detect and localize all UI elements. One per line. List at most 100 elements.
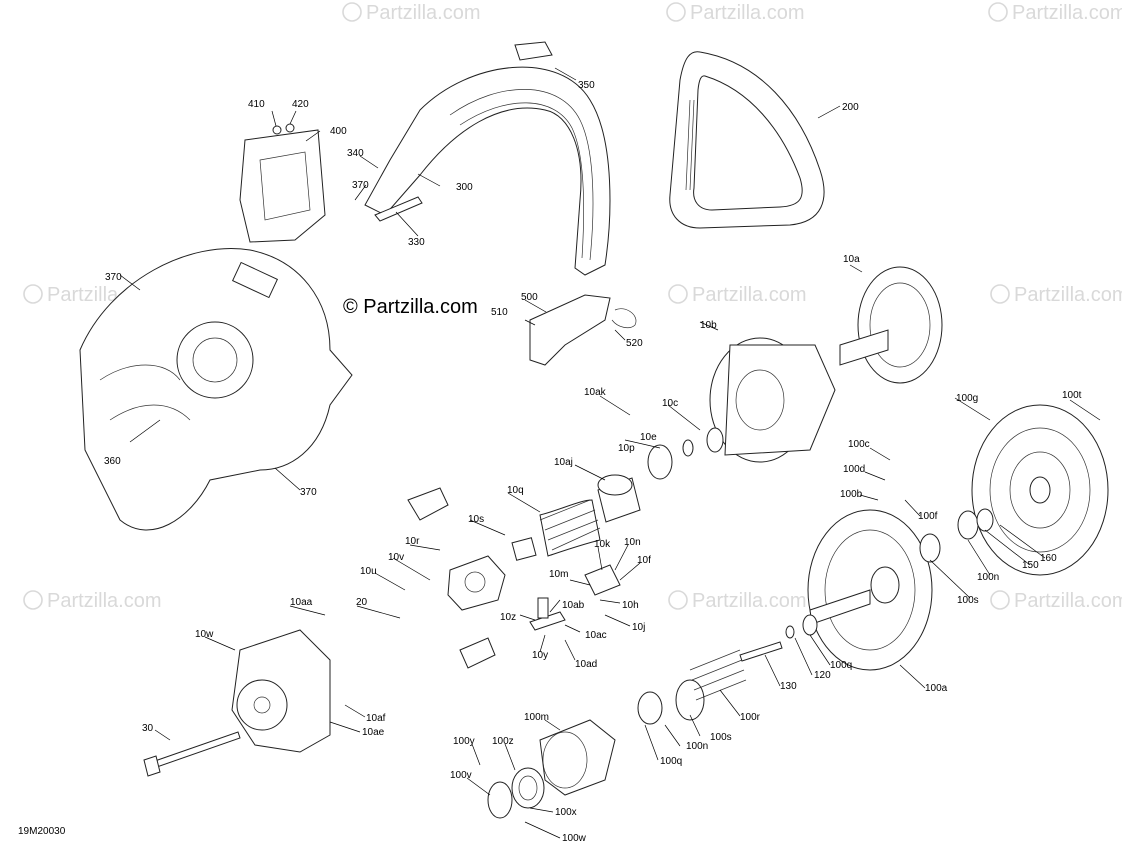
drive-belt (669, 51, 825, 229)
part-label: 100n (977, 572, 999, 583)
part-label: 100b (840, 489, 863, 500)
part-label: 100q (660, 756, 682, 767)
spacer-rings (487, 767, 545, 819)
part-label: 100v (450, 770, 472, 781)
svg-text:Partzilla.com: Partzilla.com (366, 2, 480, 24)
watermark: Partzilla.com (668, 590, 806, 612)
part-label: 120 (814, 670, 831, 681)
part-label: 10b (700, 320, 717, 331)
part-label: 100s (710, 732, 732, 743)
watermark: Partzilla.com (668, 284, 806, 306)
watermark: Partzilla.com (23, 590, 161, 612)
moveable-sheave (231, 629, 331, 753)
part-label: 10e (640, 432, 657, 443)
part-label: 10u (360, 566, 377, 577)
belt-guard (364, 41, 611, 276)
leader-lines (119, 67, 1101, 839)
part-label: 10p (618, 443, 635, 454)
part-label: 10ac (585, 630, 607, 641)
part-label: 100d (843, 464, 865, 475)
part-label: 130 (780, 681, 797, 692)
part-label: 370 (300, 487, 317, 498)
part-label: 510 (491, 307, 508, 318)
part-label: 100w (562, 833, 587, 844)
part-label: 340 (347, 148, 364, 159)
part-label: 100g (956, 393, 978, 404)
cam (539, 719, 616, 796)
bushing (511, 537, 537, 561)
part-label: 520 (626, 338, 643, 349)
part-label: 20 (356, 597, 368, 608)
part-label: 10s (468, 514, 484, 525)
part-label: 10q (507, 485, 524, 496)
part-label: 100s (957, 595, 979, 606)
part-label: 300 (456, 182, 473, 193)
part-label: 150 (1022, 560, 1039, 571)
part-label: 10r (405, 536, 420, 547)
svg-text:Partzilla.com: Partzilla.com (1012, 2, 1122, 24)
watermark: Partzilla.com (988, 2, 1122, 24)
part-label: 30 (142, 723, 154, 734)
fixed-sheave (839, 266, 943, 384)
part-label: 10aj (554, 457, 573, 468)
retaining-clip (374, 196, 423, 222)
support-bracket (529, 294, 637, 366)
diagram-id: 19M20030 (18, 826, 66, 837)
slider-blocks (529, 564, 621, 631)
part-label: 10w (195, 629, 214, 640)
part-label: 10af (366, 713, 386, 724)
part-label: 100a (925, 683, 948, 694)
retaining-bolt (143, 731, 241, 777)
driven-shaft (739, 641, 783, 662)
watermark: Partzilla.com (990, 284, 1122, 306)
part-label: 360 (104, 456, 121, 467)
svg-text:Partzilla.com: Partzilla.com (692, 284, 806, 306)
part-label: 410 (248, 99, 265, 110)
part-label: 10m (549, 569, 568, 580)
washer-stack (647, 427, 724, 480)
part-label: 100x (555, 807, 577, 818)
part-label: 350 (578, 80, 595, 91)
part-label: 330 (408, 237, 425, 248)
copyright-notice: © Partzilla.com (343, 296, 478, 318)
spring-cup (597, 474, 641, 523)
part-label: 160 (1040, 553, 1057, 564)
part-label: 200 (842, 102, 859, 113)
svg-text:Partzilla.com: Partzilla.com (690, 2, 804, 24)
part-label: 10ae (362, 727, 385, 738)
part-label: 370 (105, 272, 122, 283)
watermark: Partzilla.com (990, 590, 1122, 612)
part-label: 370 (352, 180, 369, 191)
part-label: 10n (624, 537, 641, 548)
part-labels: 410 420 400 340 370 300 330 350 200 370 … (104, 80, 1082, 844)
part-label: 100n (686, 741, 708, 752)
svg-text:Partzilla.com: Partzilla.com (47, 590, 161, 612)
part-label: 500 (521, 292, 538, 303)
part-label: 10a (843, 254, 860, 265)
part-label: 420 (292, 99, 309, 110)
mount-bracket (239, 123, 326, 243)
part-label: 10c (662, 398, 678, 409)
part-label: 100c (848, 439, 870, 450)
drive-spring (539, 499, 601, 557)
driven-spring (637, 649, 747, 725)
part-label: 10j (632, 622, 645, 633)
part-label: 10ab (562, 600, 585, 611)
part-label: 10ad (575, 659, 597, 670)
lever-arm (407, 487, 496, 669)
part-label: 10h (622, 600, 639, 611)
part-label: 100m (524, 712, 549, 723)
watermark: Partzilla.com (342, 2, 480, 24)
part-label: 100y (453, 736, 475, 747)
driven-moveable-sheave (807, 509, 933, 671)
part-label: 10f (637, 555, 651, 566)
part-label: 100t (1062, 390, 1082, 401)
part-label: 10ak (584, 387, 607, 398)
part-label: 10z (500, 612, 516, 623)
part-label: 10k (594, 539, 611, 550)
guard-support (79, 248, 353, 531)
svg-text:Partzilla.com: Partzilla.com (692, 590, 806, 612)
watermark: Partzilla.com (666, 2, 804, 24)
governor-cup (447, 555, 506, 611)
